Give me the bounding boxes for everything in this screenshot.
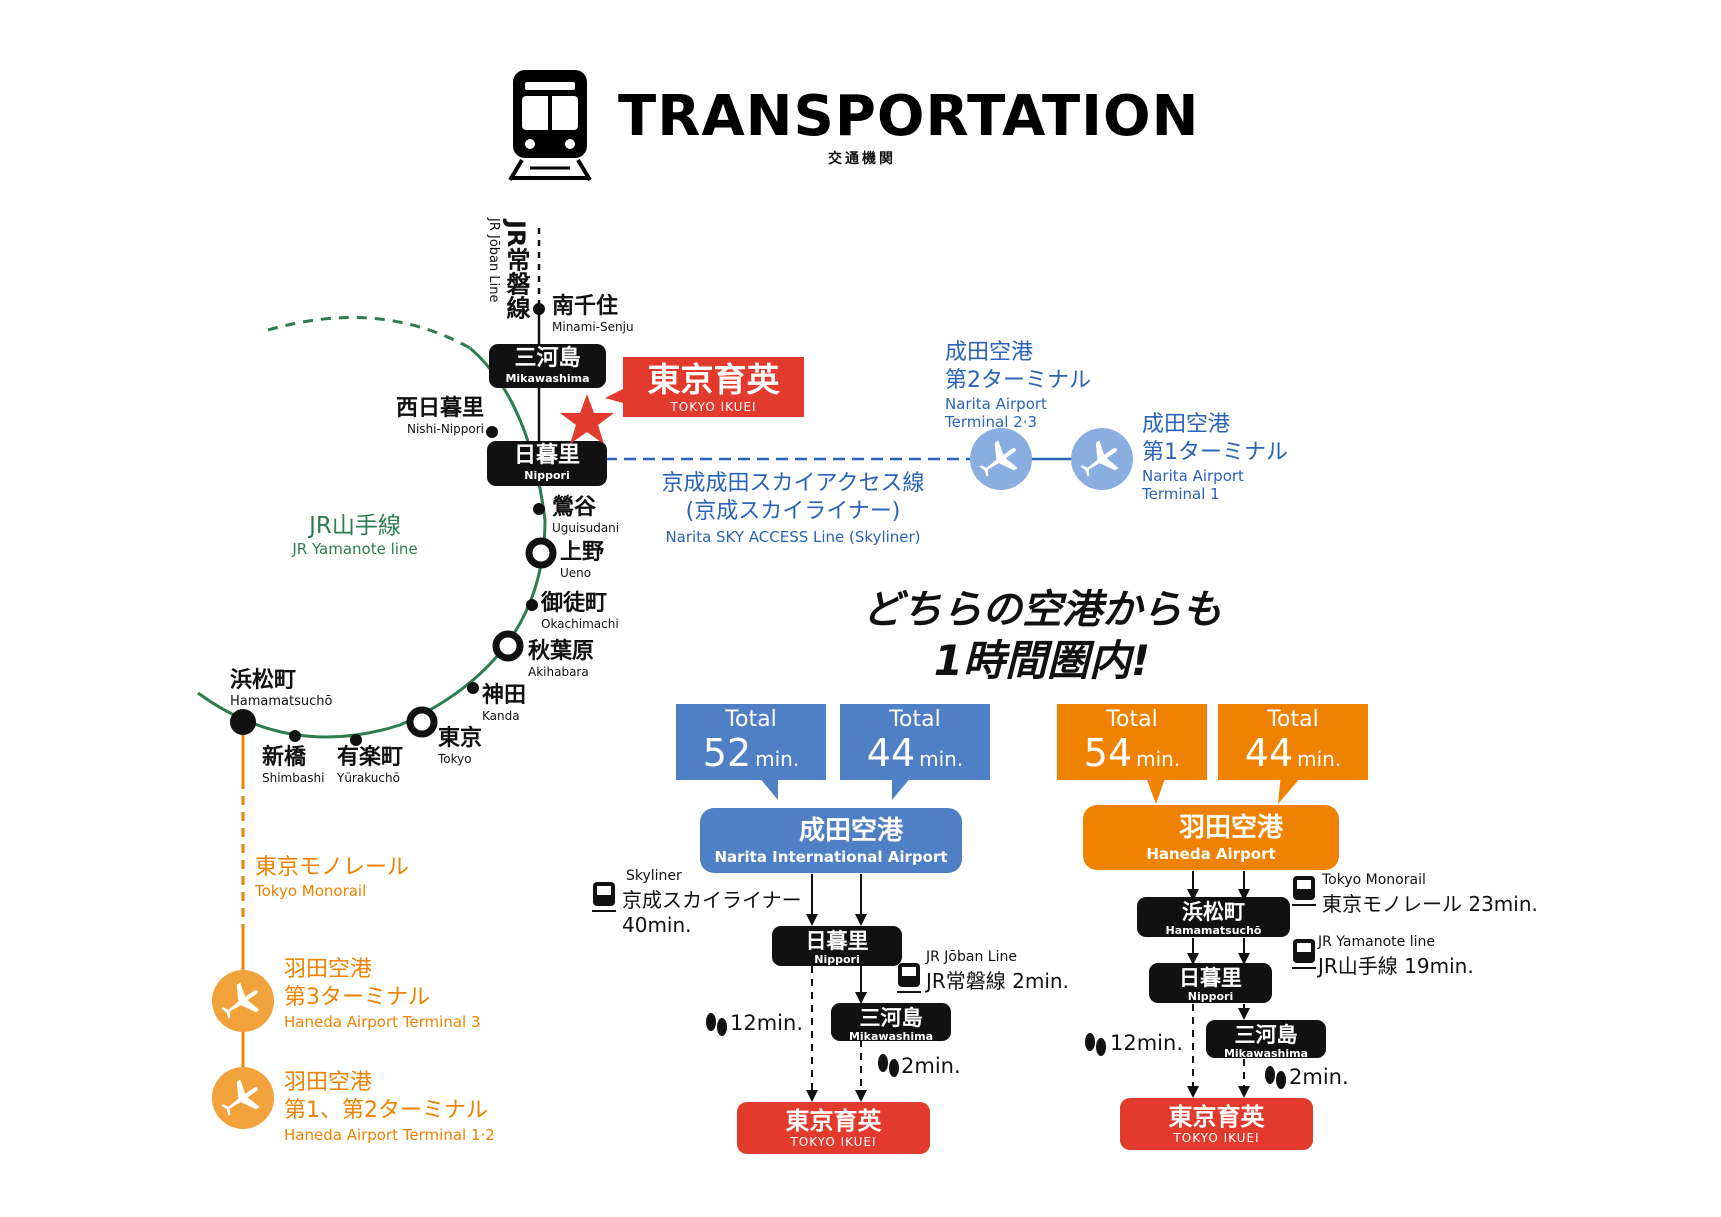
station-minami-senju: 南千住 Minami-Senju	[552, 294, 634, 334]
narita-train2-note: JR Jōban Line JR常磐線 2min.	[926, 949, 1069, 993]
station-hamamatsucho: 浜松町 Hamamatsuchō	[230, 668, 333, 709]
train-icon	[897, 963, 921, 993]
headline: どちらの空港からも 1時間圏内!	[862, 587, 1222, 685]
haneda-station-mikawashima: 三河島 Mikawashima	[1206, 1020, 1326, 1060]
station-dots	[230, 303, 557, 746]
svg-text:JR Jōban Line: JR Jōban Line	[486, 217, 501, 302]
train-icon	[592, 882, 616, 912]
station-yurakucho: 有楽町 Yūrakuchō	[337, 745, 404, 785]
station-shimbashi: 新橋 Shimbashi	[262, 745, 325, 785]
svg-text:JR常磐線: JR常磐線	[502, 218, 530, 321]
station-box-nippori	[487, 441, 607, 486]
station-nishi-nippori: 西日暮里 Nishi-Nippori	[395, 396, 484, 436]
train-icon	[1292, 939, 1316, 969]
haneda-train2-note: JR Yamanote line JR山手線 19min.	[1318, 934, 1474, 978]
airplane-icon	[970, 428, 1032, 490]
station-kanda: 神田 Kanda	[482, 683, 527, 723]
station-ueno: 上野 Ueno	[560, 540, 605, 580]
haneda-walk-12: 12min.	[1110, 1031, 1183, 1055]
skyaccess-line-label: 京成成田スカイアクセス線 (京成スカイライナー) Narita SKY ACCE…	[661, 471, 925, 546]
haneda-station-hamamatsucho: 浜松町 Hamamatsuchō	[1137, 897, 1290, 937]
train-icon	[1292, 876, 1316, 906]
narita-airport-box: 成田空港 Narita International Airport	[700, 808, 962, 873]
yamanote-line-label: JR山手線 JR Yamanote line	[292, 513, 418, 558]
narita-destination: 東京育英 TOKYO IKUEI	[737, 1102, 930, 1154]
station-mikawashima: 三河島 Mikawashima	[505, 346, 590, 385]
narita-transfer-nippori: 日暮里 Nippori	[772, 926, 902, 966]
narita-walk-2: 2min.	[901, 1054, 961, 1078]
train-icon	[508, 70, 592, 182]
station-akihabara: 秋葉原 Akihabara	[528, 639, 595, 679]
haneda-destination: 東京育英 TOKYO IKUEI	[1120, 1098, 1313, 1150]
haneda-terminal-3-label: 羽田空港 第3ターミナル Haneda Airport Terminal 3	[284, 957, 481, 1031]
narita-walk-12: 12min.	[730, 1011, 803, 1035]
school-label-box	[605, 357, 804, 417]
airplane-icon	[212, 970, 274, 1032]
star-icon	[560, 394, 614, 444]
narita-train1-note: Skyliner 京成スカイライナー 40min.	[622, 868, 802, 937]
station-nippori: 日暮里 Nippori	[513, 443, 580, 482]
station-tokyo: 東京 Tokyo	[438, 726, 483, 766]
monorail-line-label: 東京モノレール Tokyo Monorail	[255, 855, 410, 900]
station-box-mikawashima	[489, 344, 606, 388]
airplane-icon	[1071, 428, 1133, 490]
haneda-train1-note: Tokyo Monorail 東京モノレール 23min.	[1322, 872, 1538, 916]
joban-vertical-label: JR常磐線 JR Jōban Line	[486, 217, 530, 321]
narita-station-mikawashima: 三河島 Mikawashima	[831, 1003, 951, 1043]
footprints-icon	[706, 1013, 1286, 1089]
narita-terminal-2-3-label: 成田空港 第2ターミナル Narita Airport Terminal 2·3	[945, 340, 1091, 431]
haneda-terminal-1-2-label: 羽田空港 第1、第2ターミナル Haneda Airport Terminal …	[284, 1070, 495, 1144]
airplane-icon	[212, 1067, 274, 1129]
school-map-label: 東京育英 TOKYO IKUEI	[647, 360, 780, 414]
haneda-transfer-nippori: 日暮里 Nippori	[1149, 963, 1272, 1003]
station-uguisudani: 鶯谷 Uguisudani	[552, 495, 620, 535]
narita-terminal-1-label: 成田空港 第1ターミナル Narita Airport Terminal 1	[1142, 412, 1288, 503]
haneda-walk-2: 2min.	[1289, 1065, 1349, 1089]
haneda-airport-box: 羽田空港 Haneda Airport	[1083, 805, 1339, 870]
station-okachimachi: 御徒町 Okachimachi	[541, 591, 619, 631]
page-subtitle: 交通機関	[828, 151, 896, 167]
page-title: TRANSPORTATION	[618, 84, 1200, 149]
